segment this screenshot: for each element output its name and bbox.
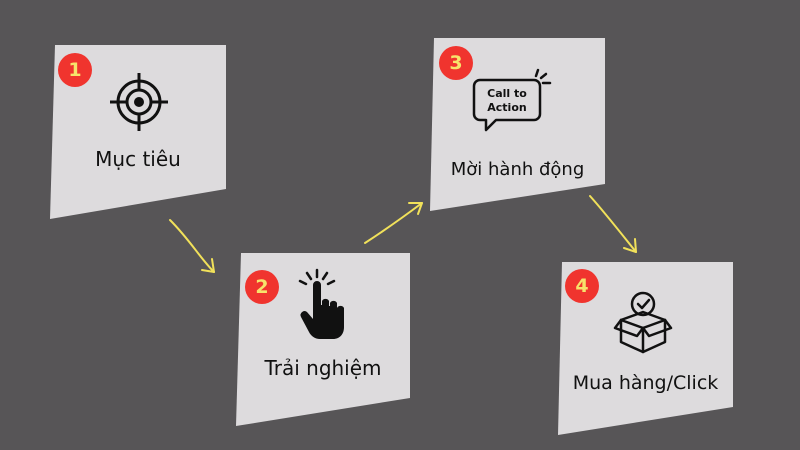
- step-label: Mục tiêu: [95, 147, 181, 171]
- step-number-badge: 2: [245, 270, 279, 304]
- cta-line-2: Action: [487, 101, 526, 114]
- pointer-hand-icon: [294, 267, 344, 341]
- card-background: [236, 253, 410, 426]
- card-background: [50, 45, 226, 219]
- step-card-4: 4 Mua hàng/Click: [558, 262, 733, 435]
- card-background: [430, 38, 605, 211]
- call-to-action-bubble-icon: Call to Action: [470, 66, 554, 136]
- cta-line-1: Call to: [487, 87, 527, 100]
- arrow-1-to-2: [169, 219, 215, 273]
- step-number-badge: 1: [58, 53, 92, 87]
- target-icon: [108, 71, 170, 133]
- step-label: Mời hành động: [450, 159, 585, 180]
- card-background: [558, 262, 733, 435]
- step-card-3: 3 Call to Action Mời hành động: [430, 38, 605, 211]
- step-number-badge: 3: [439, 46, 473, 80]
- step-label: Trải nghiệm: [264, 356, 382, 380]
- step-card-2: 2 Trải nghiệm: [236, 253, 410, 426]
- step-card-1: 1 Mục tiêu: [50, 45, 226, 219]
- arrow-2-to-3: [364, 202, 423, 244]
- box-check-icon: [613, 290, 673, 354]
- step-number-badge: 4: [565, 269, 599, 303]
- step-label: Mua hàng/Click: [572, 372, 719, 394]
